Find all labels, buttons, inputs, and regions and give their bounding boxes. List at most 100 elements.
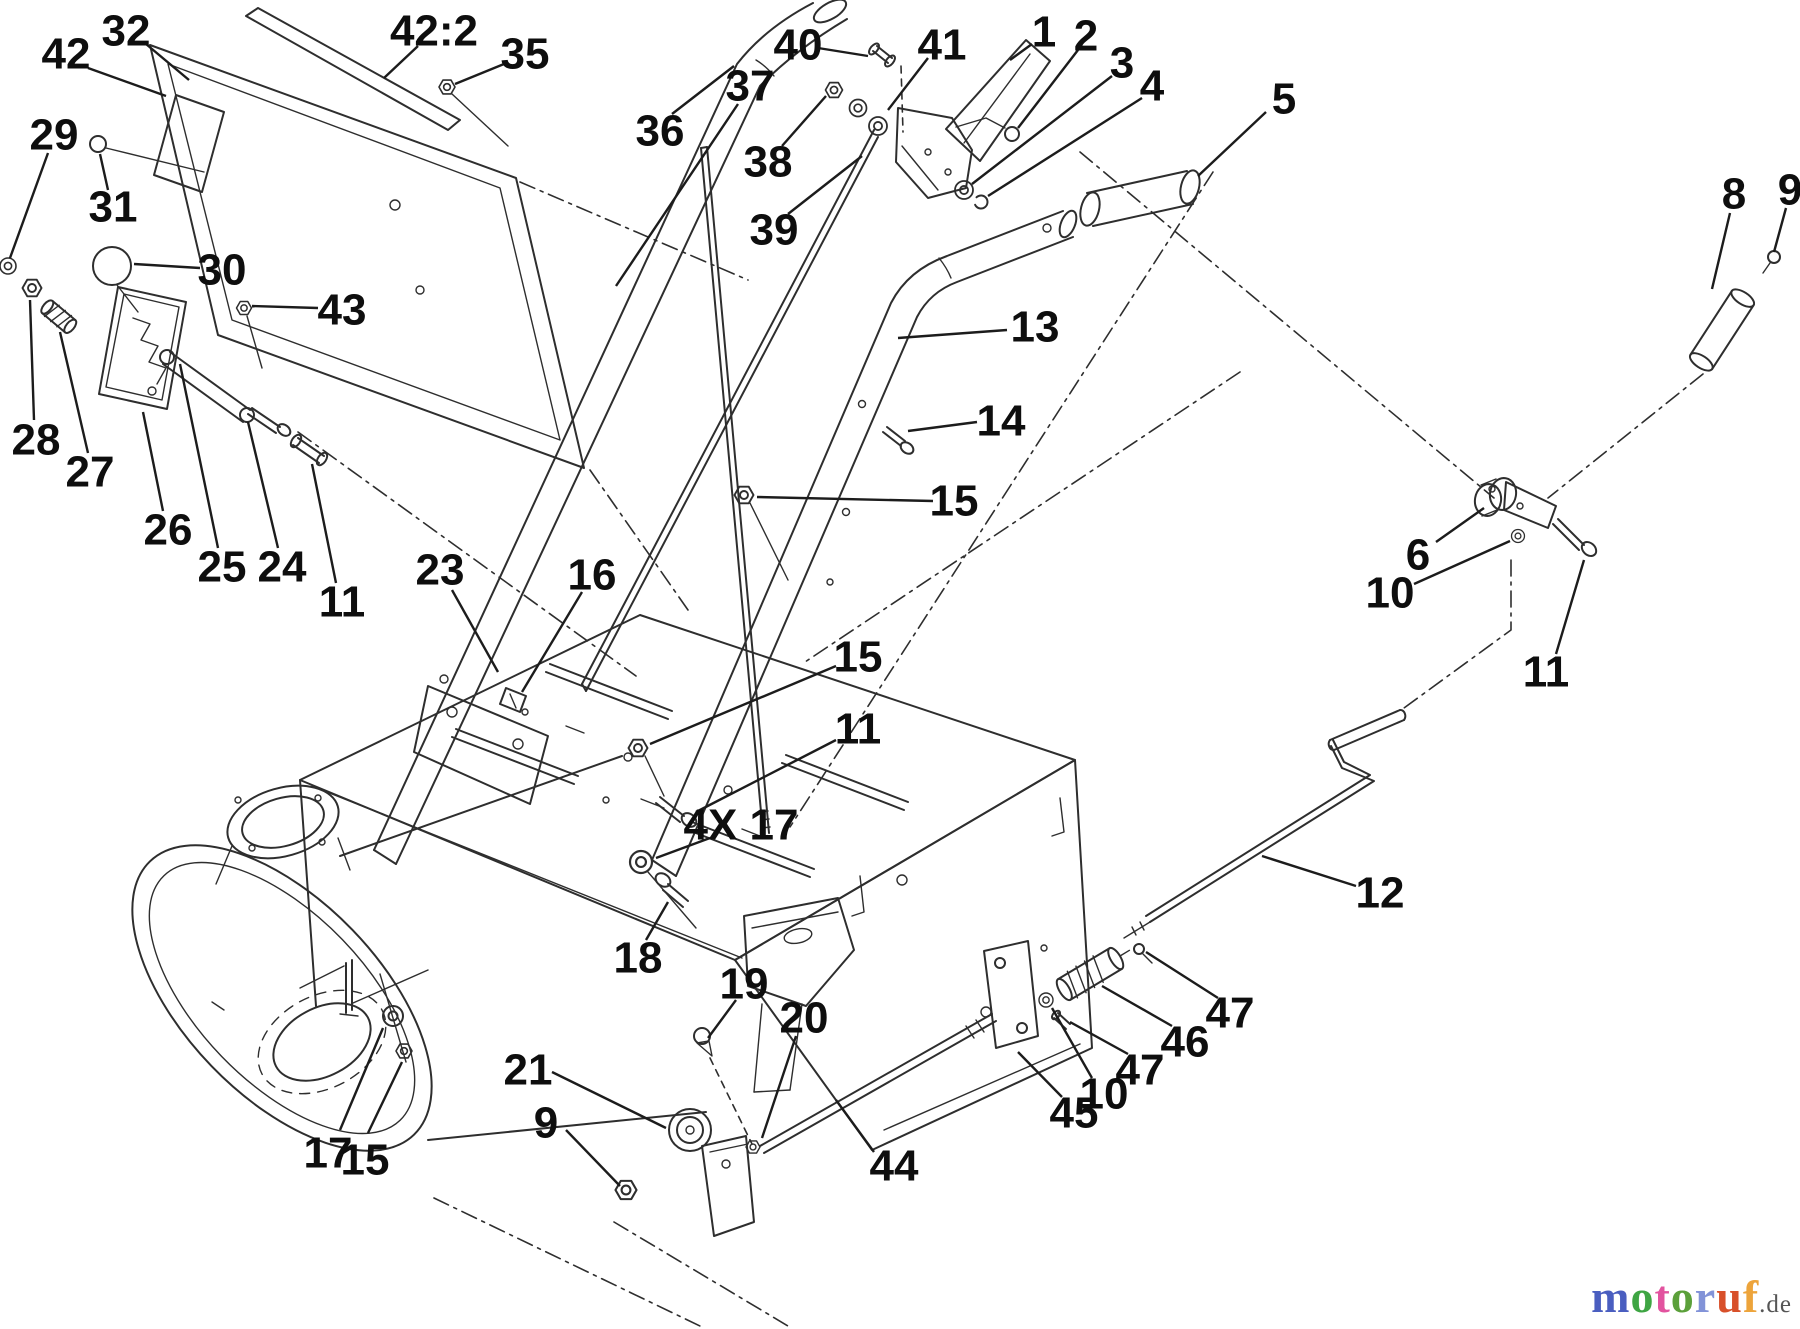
callout-24-12: 24: [258, 543, 307, 592]
leader-line-43-7: [251, 304, 319, 310]
leader-line-19-40: [707, 999, 737, 1039]
callout-32-1: 32: [102, 7, 151, 56]
callout-40-20: 40: [774, 21, 823, 70]
callout-3-24: 3: [1110, 39, 1134, 88]
grip-5: [1079, 169, 1201, 227]
callout-30-6: 30: [198, 246, 247, 295]
pin-40: [868, 42, 896, 68]
leader-line-14-30: [907, 420, 978, 433]
leader-line-44-46: [835, 1099, 875, 1153]
leader-line-36-16: [671, 65, 735, 115]
callout-9-28: 9: [1778, 166, 1800, 215]
leader-line-29-4: [8, 152, 50, 259]
screw-47-right: [1133, 943, 1153, 964]
coupler-46: [1055, 946, 1131, 1002]
bolt-18: [654, 872, 689, 908]
auger-drum: [131, 755, 707, 1152]
callout-36-16: 36: [636, 107, 685, 156]
bolt-24: [247, 407, 292, 437]
watermark-letter: m: [1591, 1271, 1631, 1322]
leader-line-47-49: [1069, 1020, 1129, 1056]
leader-line-16-15: [520, 591, 584, 693]
leader-line-9-28: [1772, 207, 1788, 253]
leader-line-42-0: [87, 66, 167, 98]
pulley-21: [668, 1108, 755, 1237]
callout-44-46: 44: [870, 1142, 919, 1191]
callout-10-37: 10: [1366, 569, 1415, 618]
decal-strip-42-2: [245, 7, 461, 131]
callout-8-27: 8: [1722, 170, 1746, 219]
leader-line-42:2-2: [383, 45, 419, 79]
leader-line-32-1: [145, 43, 190, 81]
watermark-letter: o: [1670, 1271, 1695, 1322]
spring-27: [40, 299, 78, 334]
nut-38: [824, 81, 844, 99]
leader-line-26-10: [141, 411, 165, 512]
watermark-tld: .de: [1759, 1291, 1792, 1318]
callout-41-21: 41: [918, 21, 967, 70]
nut-43: [235, 300, 263, 369]
leader-line-15-32: [649, 664, 837, 746]
clip-4: [973, 194, 989, 210]
leader-line-24-12: [246, 421, 280, 549]
lever-bracket-41: [895, 65, 973, 199]
callout-21-42: 21: [504, 1046, 553, 1095]
leader-line-15-45: [366, 1061, 404, 1134]
callout-47-49: 47: [1116, 1046, 1165, 1095]
leader-line-17-44: [338, 1027, 385, 1131]
callout-47-51: 47: [1206, 989, 1255, 1038]
callout-37-17: 37: [726, 62, 775, 111]
leader-line-39-19: [787, 155, 863, 215]
leader-line-25-11: [178, 363, 220, 549]
leader-line-28-8: [28, 299, 36, 421]
leader-line-40-20: [817, 46, 869, 58]
bushing-10-right: [1510, 528, 1526, 544]
callout-26-10: 26: [144, 506, 193, 555]
callout-43-7: 43: [318, 286, 367, 335]
callout-38-18: 38: [744, 138, 793, 187]
callout-11-33: 11: [835, 705, 882, 754]
crank-rod-12: [1123, 709, 1407, 939]
leader-line-47-51: [1145, 950, 1219, 1000]
callout-4X17-34: 4X 17: [684, 801, 799, 850]
leader-line-27-9: [58, 331, 90, 454]
washer-29: [0, 257, 17, 275]
leader-line-15-31: [756, 495, 934, 503]
callout-17-44: 17: [304, 1129, 353, 1178]
callout-45-47: 45: [1050, 1089, 1099, 1138]
crank-grip-8: [1688, 288, 1756, 372]
callout-23-14: 23: [416, 546, 465, 595]
clip-16: [499, 687, 527, 713]
pin-11-left: [289, 433, 329, 467]
deck-slots: [451, 663, 909, 878]
screw-2: [955, 117, 1020, 142]
knob-30: [92, 246, 139, 313]
callout-39-19: 39: [750, 206, 799, 255]
callout-13-29: 13: [1011, 303, 1060, 352]
callout-42-0: 42: [42, 30, 91, 79]
handle-tube-13: [651, 209, 1078, 877]
callout-20-41: 20: [780, 994, 829, 1043]
watermark-logo: motoruf.de: [1591, 1270, 1792, 1323]
handle-mount-bracket: [413, 685, 549, 805]
watermark-letter: r: [1694, 1271, 1717, 1322]
callout-11-13: 11: [319, 578, 366, 627]
bolt-14: [882, 426, 915, 455]
leader-line-35-3: [454, 62, 505, 86]
callout-35-3: 35: [501, 30, 550, 79]
leader-line-9-43: [565, 1129, 621, 1187]
callout-28-8: 28: [12, 416, 61, 465]
callout-31-5: 31: [89, 183, 138, 232]
callout-18-35: 18: [614, 934, 663, 983]
leader-line-20-41: [760, 1035, 798, 1139]
watermark-letter: o: [1630, 1271, 1655, 1322]
leader-line-3-24: [971, 75, 1113, 185]
leader-line-11-33: [695, 738, 837, 814]
console-26: [98, 286, 187, 410]
callout-15-32: 15: [834, 633, 883, 682]
handle-tube-36: [373, 0, 848, 865]
callout-16-15: 16: [568, 551, 617, 600]
chute-mount-bracket: [743, 897, 855, 1093]
